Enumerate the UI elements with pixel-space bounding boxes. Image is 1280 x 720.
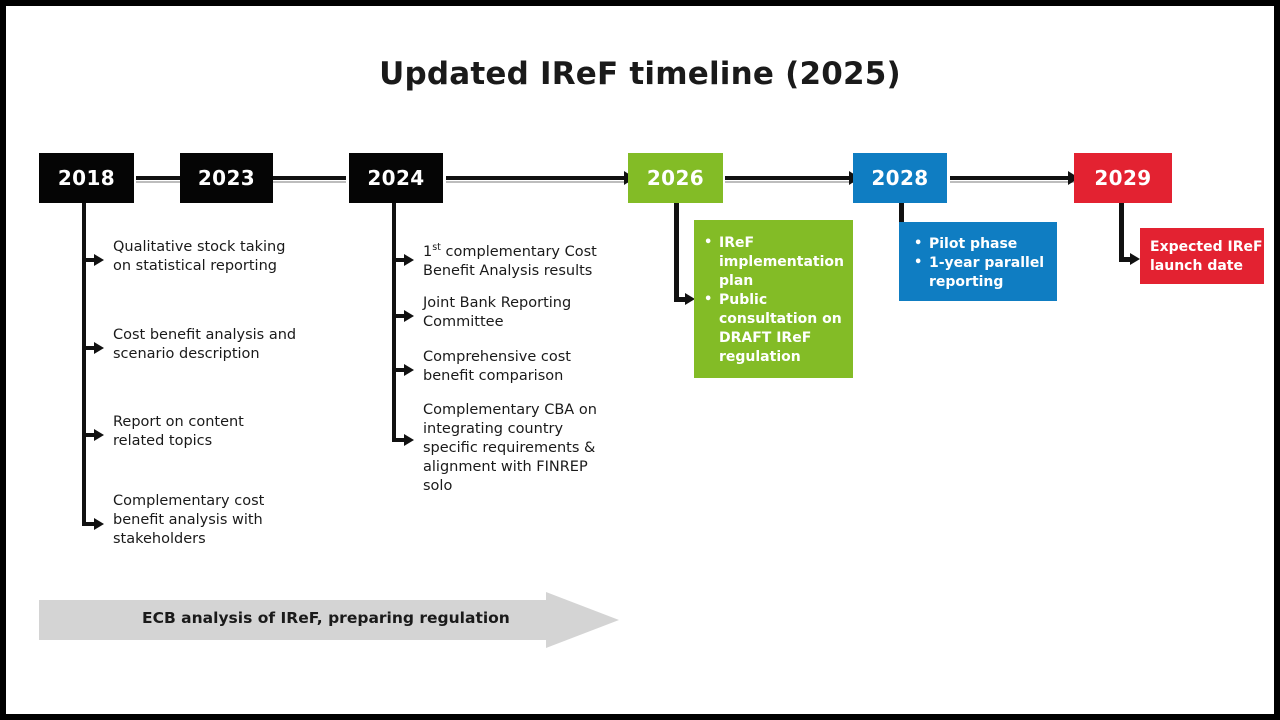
arrow-2018-4 — [94, 518, 104, 530]
stub-2018-3 — [82, 433, 95, 437]
item-2024-4-line5: solo — [423, 478, 453, 494]
spine-2018 — [82, 203, 86, 526]
stub-2018-4 — [82, 522, 95, 526]
callout-2028-bullet-1: Pilot phase — [912, 234, 1047, 254]
callout-2029-line1: Expected IReF — [1150, 239, 1263, 255]
item-2024-1: 1st complementary Cost Benefit Analysis … — [423, 238, 633, 281]
rail-shadow-2 — [267, 181, 346, 183]
stub-2029 — [1119, 257, 1133, 262]
item-2018-1-line2: on statistical reporting — [113, 258, 277, 274]
item-2018-2-line2: scenario description — [113, 346, 260, 362]
item-2024-4-line3: specific requirements & — [423, 440, 596, 456]
callout-2026-bullet-2: Public consultation on DRAFT IReF regula… — [702, 290, 843, 367]
stub-2024-1 — [392, 258, 405, 262]
item-2018-2: Cost benefit analysis and scenario descr… — [113, 326, 323, 364]
callout-2028-bullet-2: 1-year parallel reporting — [912, 253, 1047, 292]
stub-2024-2 — [392, 314, 405, 318]
phase-banner-label: ECB analysis of IReF, preparing regulati… — [142, 609, 510, 627]
item-2024-2-line1: Joint Bank Reporting — [423, 295, 572, 311]
milestone-2026-label: 2026 — [646, 166, 705, 190]
spine-2024 — [392, 203, 396, 442]
arrow-2018-2 — [94, 342, 104, 354]
stub-2026 — [674, 297, 688, 302]
item-2024-2: Joint Bank Reporting Committee — [423, 294, 633, 332]
milestone-2029[interactable]: 2029 — [1074, 153, 1172, 203]
milestone-2024-label: 2024 — [367, 166, 425, 190]
item-2024-1-line2: Benefit Analysis results — [423, 262, 593, 279]
item-2018-1: Qualitative stock taking on statistical … — [113, 238, 323, 276]
rail-segment-2023-2024 — [267, 176, 346, 180]
item-2018-2-line1: Cost benefit analysis and — [113, 327, 297, 343]
arrow-2018-3 — [94, 429, 104, 441]
item-2024-4-line4: alignment with FINREP — [423, 459, 588, 475]
item-2024-3: Comprehensive cost benefit comparison — [423, 348, 633, 386]
milestone-2029-label: 2029 — [1094, 166, 1152, 190]
milestone-2026[interactable]: 2026 — [628, 153, 723, 203]
item-2024-1-post: complementary Cost — [440, 243, 597, 260]
callout-2028: Pilot phase 1-year parallel reporting — [899, 222, 1057, 301]
item-2018-4: Complementary cost benefit analysis with… — [113, 492, 323, 549]
item-2024-4: Complementary CBA on integrating country… — [423, 401, 638, 496]
item-2024-4-line2: integrating country — [423, 421, 564, 437]
stub-2018-2 — [82, 346, 95, 350]
arrow-2018-1 — [94, 254, 104, 266]
callout-2026-bullet-1: IReF implementation plan — [702, 233, 844, 291]
item-2018-1-line1: Qualitative stock taking — [113, 239, 286, 255]
milestone-2018-label: 2018 — [57, 166, 116, 190]
item-2024-3-line1: Comprehensive cost — [423, 349, 571, 365]
phase-banner-arrowhead-icon — [546, 592, 619, 648]
rail-shadow-1 — [136, 181, 187, 183]
phase-banner-body — [39, 600, 546, 640]
item-2018-4-line1: Complementary cost — [113, 493, 265, 509]
spine-2029 — [1119, 203, 1124, 261]
slide-canvas: Updated IReF timeline (2025) 2018 2023 2… — [6, 6, 1274, 714]
phase-banner: ECB analysis of IReF, preparing regulati… — [39, 592, 619, 648]
arrow-2026 — [685, 293, 695, 305]
item-2018-3: Report on content related topics — [113, 413, 323, 451]
rail-segment-2028-2029 — [950, 176, 1080, 180]
milestone-2028-label: 2028 — [871, 166, 929, 190]
item-2018-3-line1: Report on content — [113, 414, 244, 430]
milestone-2023[interactable]: 2023 — [180, 153, 273, 203]
stub-2018-1 — [82, 258, 95, 262]
rail-segment-2026-2028 — [725, 176, 860, 180]
arrow-2024-3 — [404, 364, 414, 376]
stub-2024-3 — [392, 368, 405, 372]
milestone-2028[interactable]: 2028 — [853, 153, 947, 203]
item-2024-1-pre: 1 — [423, 243, 433, 260]
item-2024-1-sup: st — [432, 242, 441, 253]
rail-shadow-3 — [446, 181, 635, 183]
rail-arrowhead-2029 — [1068, 171, 1079, 185]
arrow-2024-1 — [404, 254, 414, 266]
arrow-2024-4 — [404, 434, 414, 446]
page-title: Updated IReF timeline (2025) — [379, 56, 901, 92]
rail-segment-2018-2023 — [136, 176, 187, 180]
rail-segment-2024-2026 — [446, 176, 635, 180]
callout-2029-line2: launch date — [1150, 258, 1243, 274]
rail-shadow-4 — [725, 181, 860, 183]
arrow-2029 — [1130, 253, 1140, 265]
rail-shadow-5 — [950, 181, 1080, 183]
item-2024-2-line2: Committee — [423, 314, 504, 330]
item-2018-3-line2: related topics — [113, 433, 213, 449]
milestone-2018[interactable]: 2018 — [39, 153, 134, 203]
arrow-2024-2 — [404, 310, 414, 322]
spine-2026 — [674, 203, 679, 301]
item-2018-4-line3: stakeholders — [113, 531, 206, 547]
item-2024-3-line2: benefit comparison — [423, 368, 564, 384]
milestone-2024[interactable]: 2024 — [349, 153, 443, 203]
item-2018-4-line2: benefit analysis with — [113, 512, 263, 528]
milestone-2023-label: 2023 — [197, 166, 256, 190]
stub-2024-4 — [392, 438, 405, 442]
callout-2026: IReF implementation plan Public consulta… — [694, 220, 853, 378]
item-2024-4-line1: Complementary CBA on — [423, 402, 597, 418]
callout-2029: Expected IReF launch date — [1140, 228, 1264, 284]
